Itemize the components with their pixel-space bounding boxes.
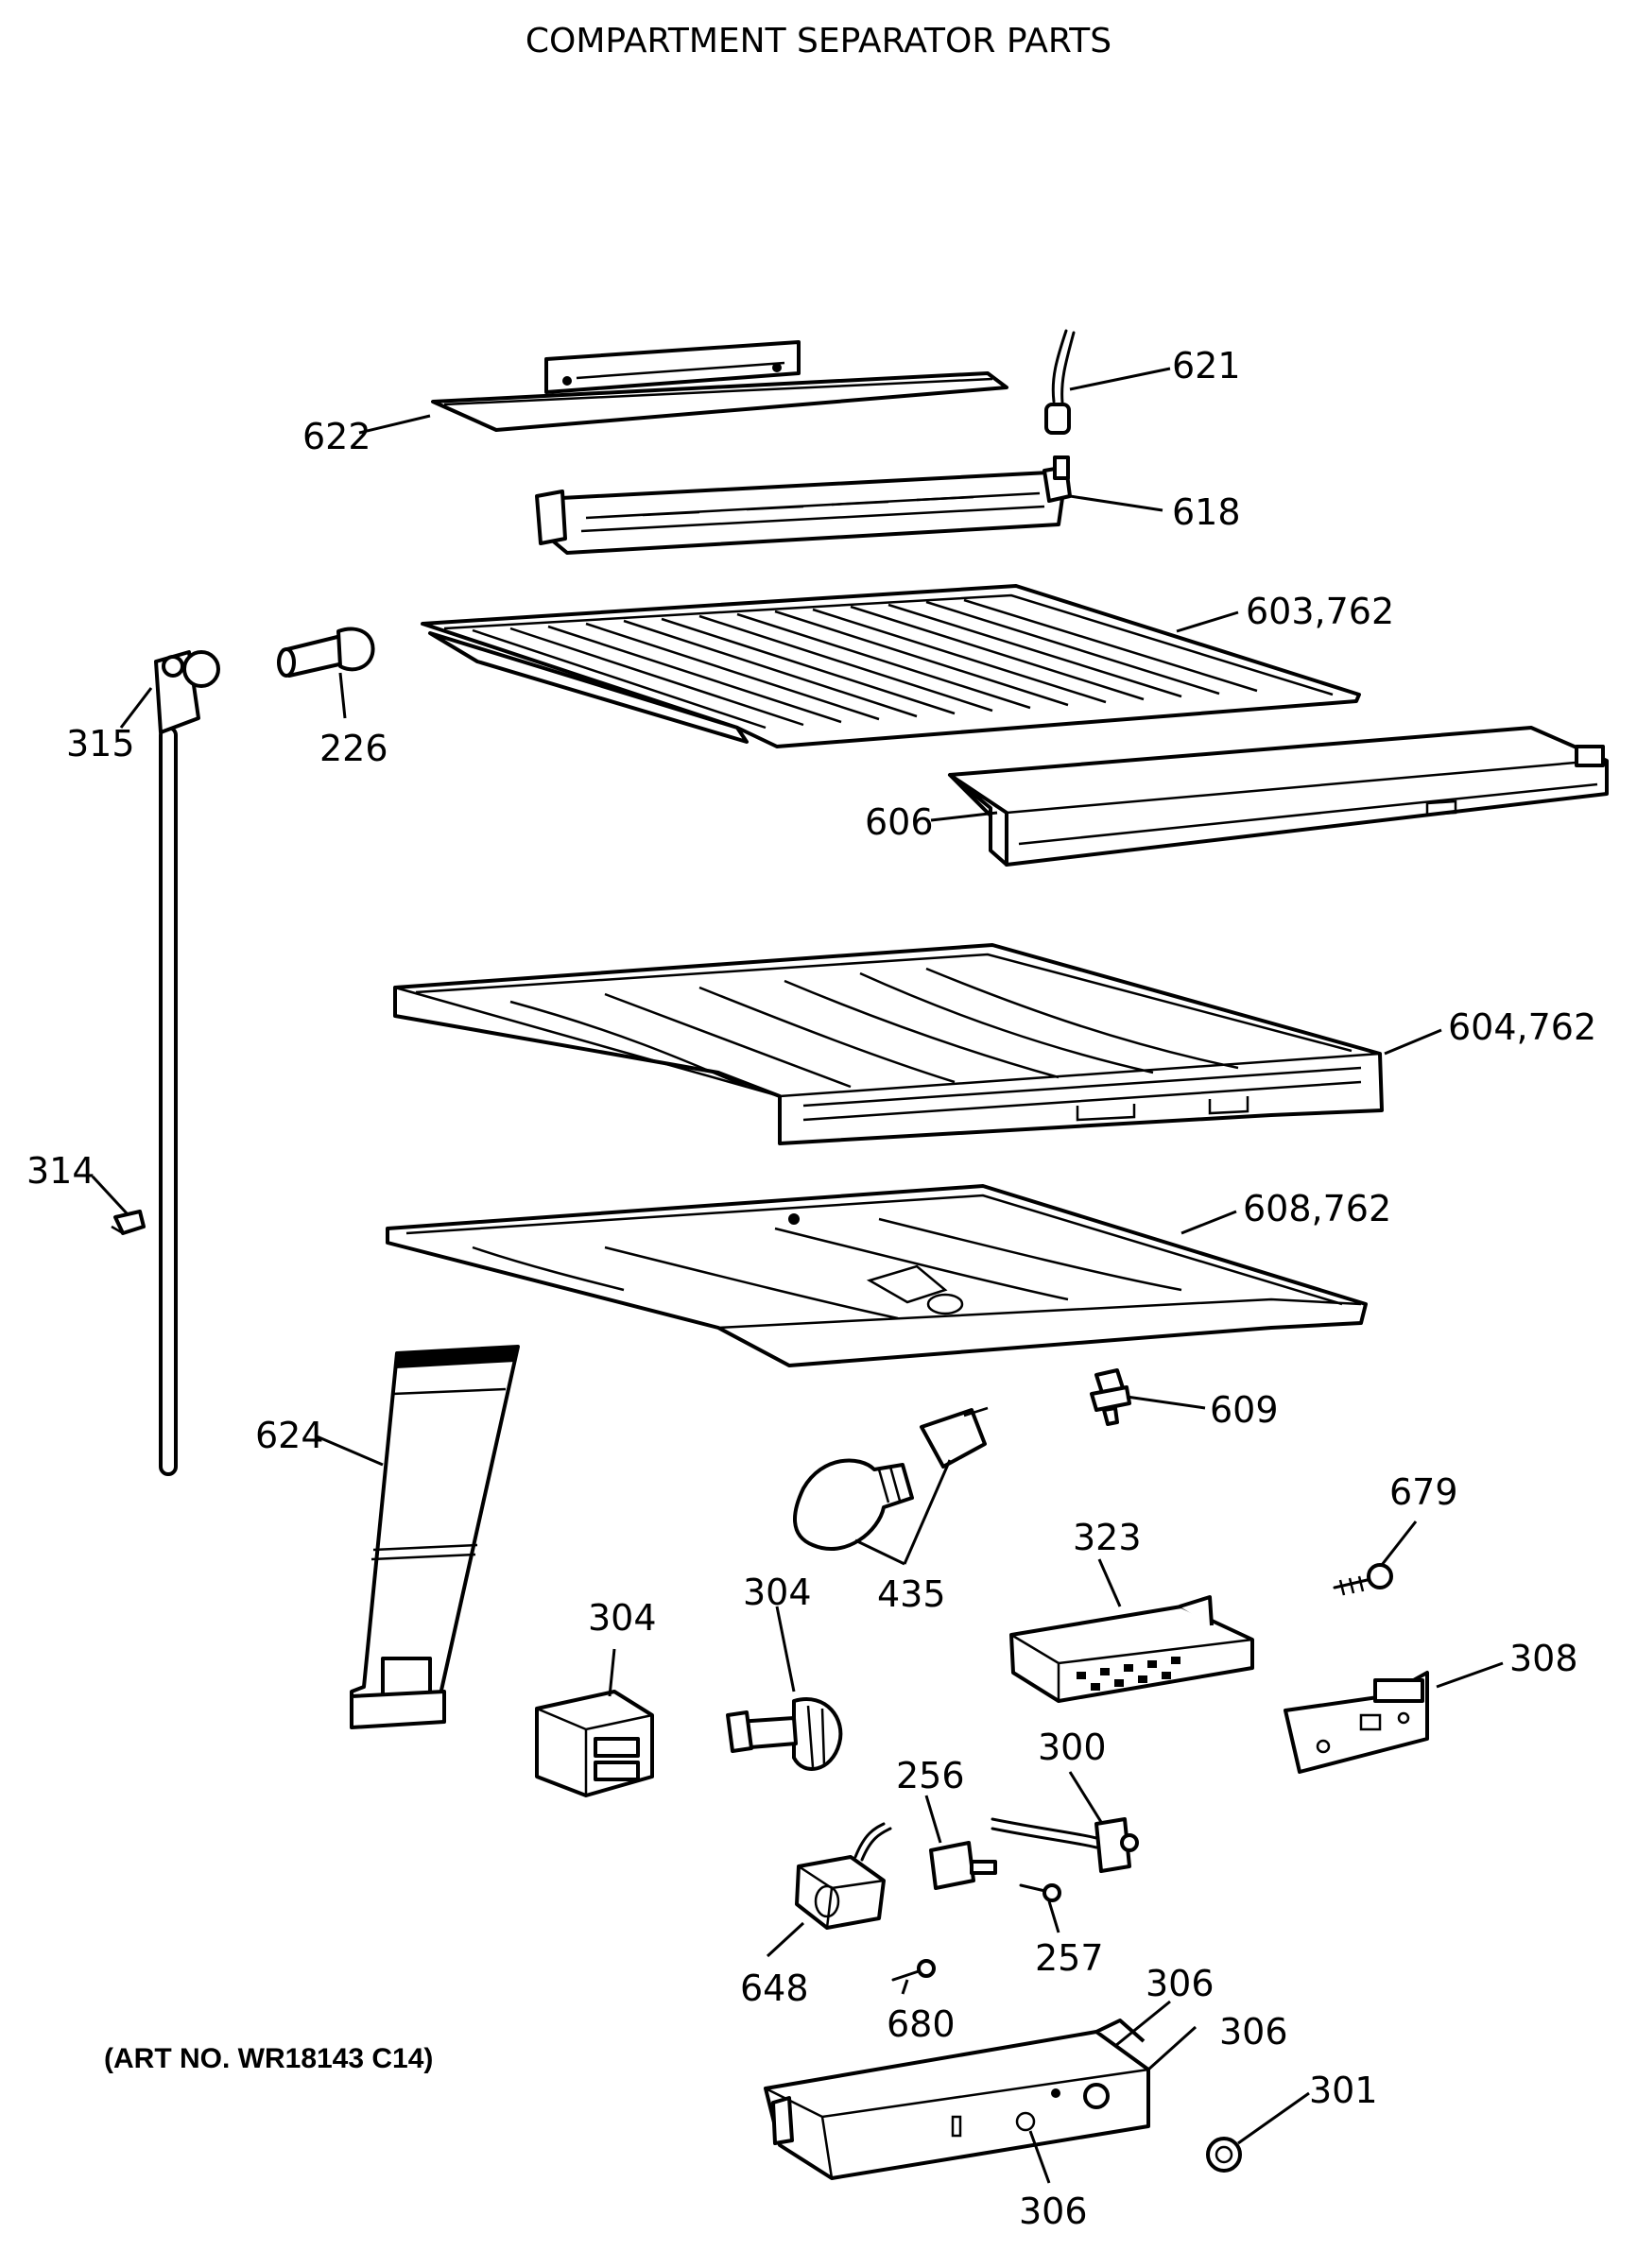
callout-435: 435: [877, 1573, 946, 1615]
part-257-screw: [1019, 1883, 1061, 1902]
part-226-knob: [277, 627, 375, 678]
part-624-panel: [350, 1345, 520, 1729]
callout-314: 314: [26, 1150, 95, 1192]
callout-621: 621: [1172, 345, 1241, 387]
callout-609: 609: [1210, 1389, 1279, 1431]
part-300-sensor: [991, 1817, 1139, 1873]
callout-257: 257: [1035, 1937, 1104, 1979]
part-314-clip: [111, 1210, 146, 1235]
callout-606: 606: [865, 801, 934, 843]
part-680-screw: [891, 1959, 936, 1982]
callout-608-762: 608,762: [1243, 1188, 1391, 1229]
callout-301: 301: [1309, 2070, 1378, 2111]
part-604-frame: [393, 943, 1384, 1145]
part-435-bulb: [793, 1406, 989, 1552]
part-301-knob: [1206, 2137, 1242, 2173]
diagram-title: COMPARTMENT SEPARATOR PARTS: [526, 22, 1111, 60]
part-648-motor: [795, 1822, 892, 1930]
part-618-bracket: [535, 455, 1072, 555]
callout-323: 323: [1073, 1517, 1142, 1558]
leader-lines: [91, 367, 1504, 2184]
callout-306-right: 306: [1219, 2011, 1288, 2053]
part-256-switch: [929, 1841, 997, 1890]
part-622-cover: [431, 340, 1008, 432]
callout-306-bottom: 306: [1019, 2191, 1088, 2232]
part-621-wire: [1044, 329, 1076, 435]
part-608-shelf: [386, 1184, 1368, 1367]
callout-680: 680: [887, 2003, 956, 2045]
part-606-rail: [948, 726, 1609, 867]
callout-679: 679: [1389, 1471, 1458, 1513]
part-308-plate: [1284, 1671, 1429, 1774]
callout-labels: 621 622 618 603,762 315 226 606 604,762 …: [26, 345, 1596, 2232]
callout-304-housing: 304: [588, 1597, 657, 1639]
part-306-housing: [764, 2019, 1150, 2180]
callout-256: 256: [896, 1755, 965, 1796]
part-304-dial: [726, 1697, 843, 1771]
callout-648: 648: [740, 1967, 809, 2009]
part-603-shelf: [421, 584, 1361, 748]
callout-315: 315: [66, 723, 135, 765]
callout-226: 226: [319, 728, 388, 769]
callout-604-762: 604,762: [1448, 1006, 1596, 1048]
art-number: (ART NO. WR18143 C14): [104, 2043, 433, 2074]
callout-624: 624: [255, 1415, 324, 1456]
callout-618: 618: [1172, 491, 1241, 533]
callout-622: 622: [302, 416, 371, 457]
callout-300: 300: [1038, 1727, 1107, 1768]
callout-306-top: 306: [1146, 1963, 1215, 2004]
part-679-screw: [1333, 1563, 1393, 1596]
callout-308: 308: [1509, 1638, 1578, 1679]
part-304-housing: [535, 1690, 654, 1797]
part-315-rod: [154, 650, 220, 1476]
callout-304-dial: 304: [743, 1572, 812, 1613]
callout-603-762: 603,762: [1246, 591, 1394, 632]
part-323-bracket: [1009, 1595, 1254, 1703]
part-609-clip: [1090, 1368, 1131, 1426]
